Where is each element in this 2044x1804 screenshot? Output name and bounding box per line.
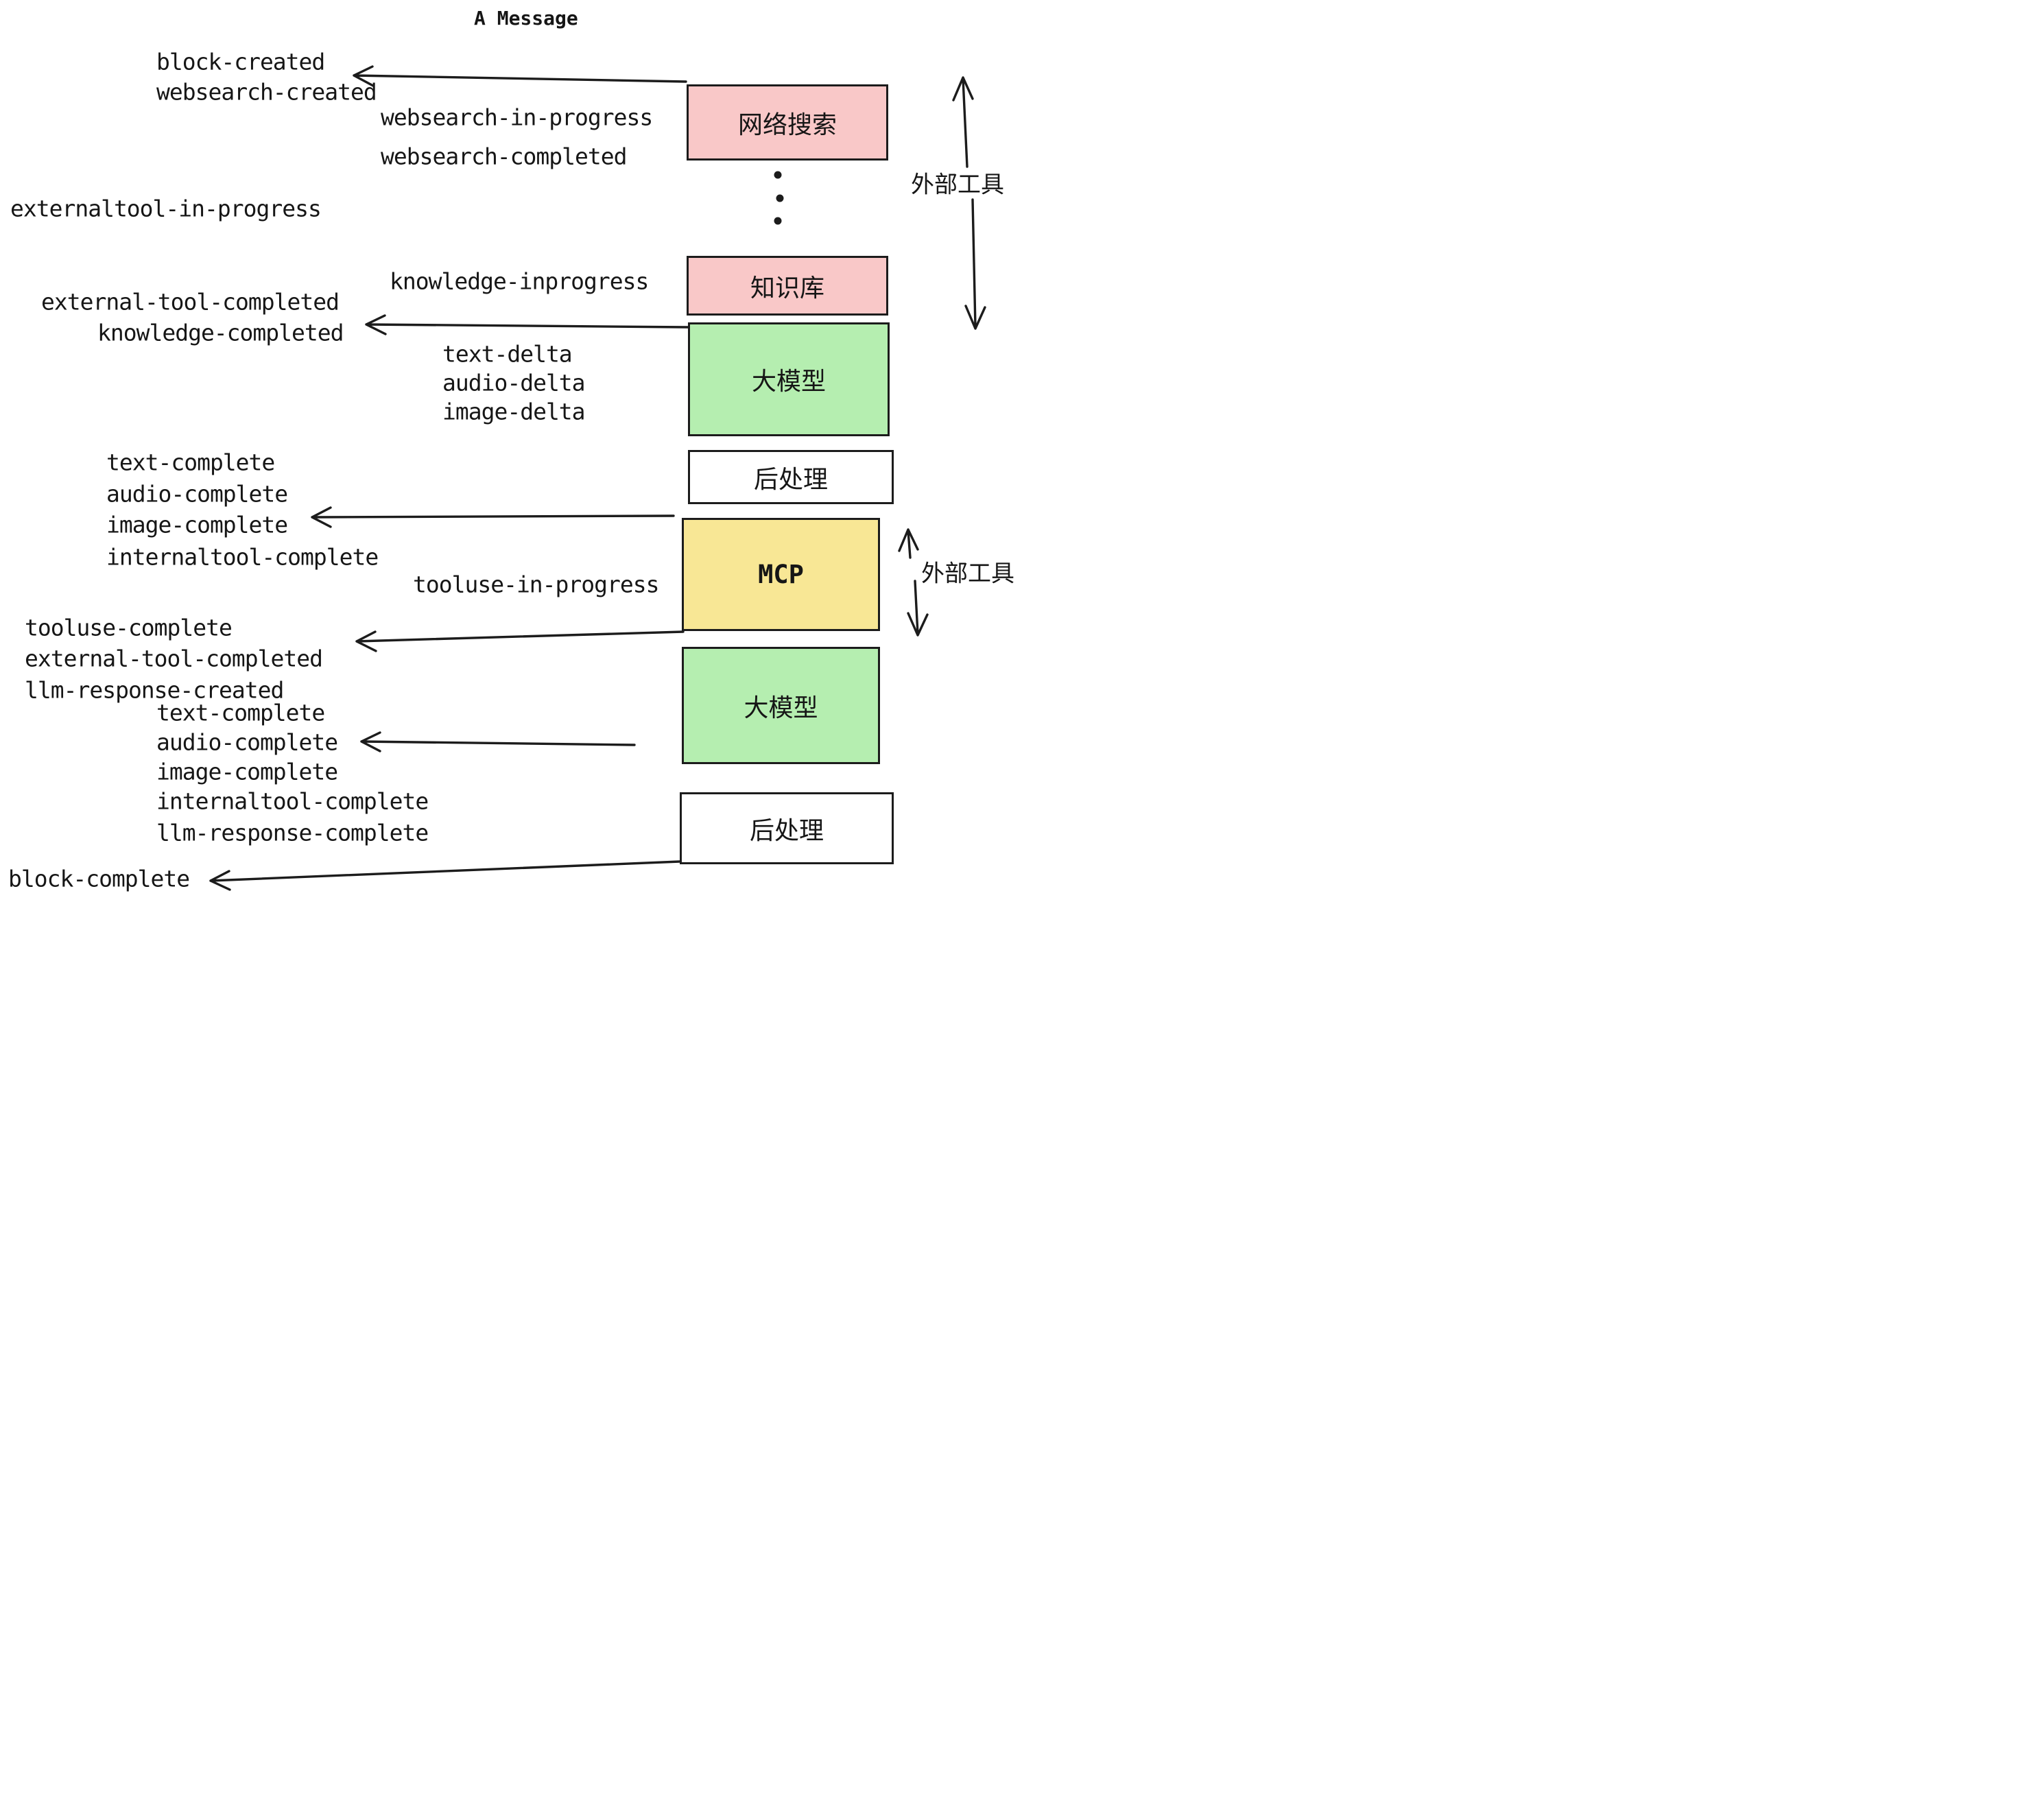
event-tooluse-in-progress: tooluse-in-progress <box>413 571 659 598</box>
postprocess-box-1-label: 后处理 <box>753 465 828 494</box>
diagram-canvas: A Message block-created websearch-create… <box>0 0 1022 902</box>
llm-box-2: 大模型 <box>682 647 880 764</box>
event-text-complete-2: text-complete <box>156 699 325 726</box>
knowledge-box: 知识库 <box>687 256 888 316</box>
arrow-down-external-tools-top <box>964 198 986 330</box>
arrow-websearch-to-created <box>353 65 687 87</box>
event-knowledge-completed: knowledge-completed <box>97 319 344 346</box>
event-llm-response-created: llm-response-created <box>25 676 284 704</box>
arrow-llm2-to-complete <box>360 731 636 752</box>
event-external-tool-completed-1: external-tool-completed <box>41 288 340 316</box>
websearch-box: 网络搜索 <box>687 84 888 161</box>
arrow-llm1-to-knowledge-completed <box>365 314 689 335</box>
ellipsis-vertical-dots-icon <box>774 171 784 225</box>
arrow-down-external-tools-mid <box>907 580 929 637</box>
postprocess-box-2: 后处理 <box>680 792 894 864</box>
event-knowledge-inprogress: knowledge-inprogress <box>390 268 649 295</box>
event-websearch-in-progress: websearch-in-progress <box>381 104 653 131</box>
arrow-up-external-tools-mid <box>898 528 919 559</box>
event-externaltool-in-progress: externaltool-in-progress <box>10 195 322 222</box>
event-tooluse-complete: tooluse-complete <box>25 614 233 641</box>
llm-box-1-label: 大模型 <box>751 368 826 396</box>
websearch-box-label: 网络搜索 <box>737 110 837 139</box>
external-tools-label-mid: 外部工具 <box>921 560 1014 588</box>
external-tools-label-top: 外部工具 <box>911 171 1004 199</box>
event-block-created: block-created <box>156 48 325 75</box>
event-audio-delta-1: audio-delta <box>442 369 586 396</box>
event-image-complete-1: image-complete <box>106 511 288 538</box>
llm-box-2-label: 大模型 <box>744 693 818 722</box>
page-title: A Message <box>474 7 578 29</box>
knowledge-box-label: 知识库 <box>750 274 824 302</box>
arrow-mcp-to-external-tool-completed <box>355 630 685 652</box>
event-audio-complete-2: audio-complete <box>156 728 338 756</box>
event-audio-complete-1: audio-complete <box>106 480 288 508</box>
arrow-postprocess1-to-complete <box>311 506 675 528</box>
event-websearch-completed: websearch-completed <box>381 143 627 170</box>
llm-box-1: 大模型 <box>688 322 890 436</box>
mcp-box-label: MCP <box>758 560 804 589</box>
event-websearch-created: websearch-created <box>156 78 377 106</box>
event-image-delta-1: image-delta <box>442 398 586 425</box>
event-image-complete-2: image-complete <box>156 758 338 785</box>
mcp-box: MCP <box>682 518 880 631</box>
event-block-complete: block-complete <box>8 865 190 892</box>
postprocess-box-2-label: 后处理 <box>749 816 824 845</box>
event-external-tool-completed-2: external-tool-completed <box>25 645 323 672</box>
event-text-complete-1: text-complete <box>106 449 275 476</box>
event-llm-response-complete: llm-response-complete <box>156 819 429 846</box>
arrow-postprocess2-to-block-complete <box>209 860 681 891</box>
arrow-up-external-tools-top <box>952 76 974 168</box>
event-internaltool-complete-2: internaltool-complete <box>156 787 429 815</box>
event-text-delta-1: text-delta <box>442 340 573 368</box>
event-internaltool-complete-1: internaltool-complete <box>106 543 379 571</box>
postprocess-box-1: 后处理 <box>688 450 894 504</box>
